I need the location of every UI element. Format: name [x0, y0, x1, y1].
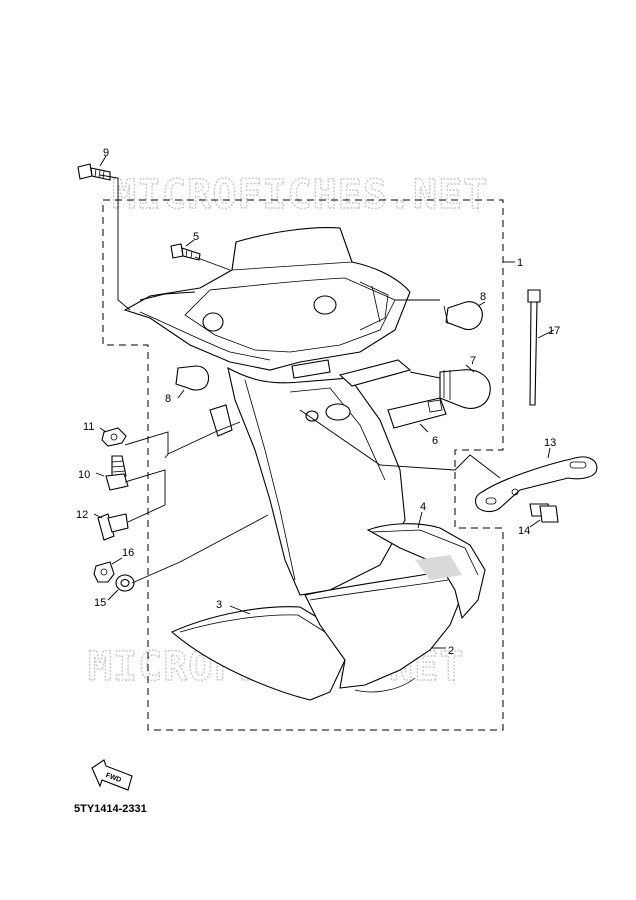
tail-cover-upper-housing — [123, 227, 411, 371]
callout-4: 4 — [420, 501, 426, 513]
callout-6: 6 — [432, 435, 438, 447]
callout-7: 7 — [470, 355, 476, 367]
callout-2: 2 — [448, 645, 454, 657]
license-lamp-lens — [387, 397, 447, 429]
side-cover-left — [170, 606, 346, 701]
washer-15 — [115, 574, 135, 592]
callout-11: 11 — [83, 421, 94, 433]
callout-1: 1 — [517, 257, 523, 269]
screw-10 — [105, 455, 129, 491]
callout-15: 15 — [94, 597, 106, 609]
tail-cover-lower-body — [209, 366, 406, 596]
callout-16: 16 — [122, 547, 134, 559]
bulb-upper — [443, 301, 483, 331]
watermark-top: MICROFICHES.NET — [112, 172, 488, 218]
callout-3: 3 — [216, 599, 222, 611]
side-cover-right-upper — [366, 523, 486, 620]
reflector-pad — [338, 359, 412, 387]
forward-arrow-icon: FWD — [91, 759, 133, 791]
callout-10: 10 — [78, 469, 90, 481]
callout-17: 17 — [548, 325, 560, 337]
screw-9 — [77, 163, 111, 181]
callout-14: 14 — [518, 525, 530, 537]
bulb-license — [439, 369, 491, 409]
cable-tie-17 — [527, 289, 541, 406]
callout-13: 13 — [544, 437, 556, 449]
bulb-lower — [175, 365, 210, 391]
bolt-14 — [529, 503, 559, 523]
callout-8-lower: 8 — [165, 393, 171, 405]
assembly-boundary — [102, 199, 504, 731]
callout-12: 12 — [76, 509, 88, 521]
bracket-13 — [474, 456, 598, 513]
nut-16 — [93, 561, 115, 583]
callout-5: 5 — [193, 231, 199, 243]
nut-11 — [101, 427, 127, 447]
diagram-code: 5TY1414-2331 — [74, 803, 147, 815]
wiring-leader-lines — [99, 174, 501, 584]
callout-8-upper: 8 — [480, 291, 486, 303]
callout-lines — [93, 155, 555, 649]
screw-12 — [97, 513, 129, 541]
callout-9: 9 — [103, 147, 109, 159]
housing-tab — [291, 359, 331, 379]
